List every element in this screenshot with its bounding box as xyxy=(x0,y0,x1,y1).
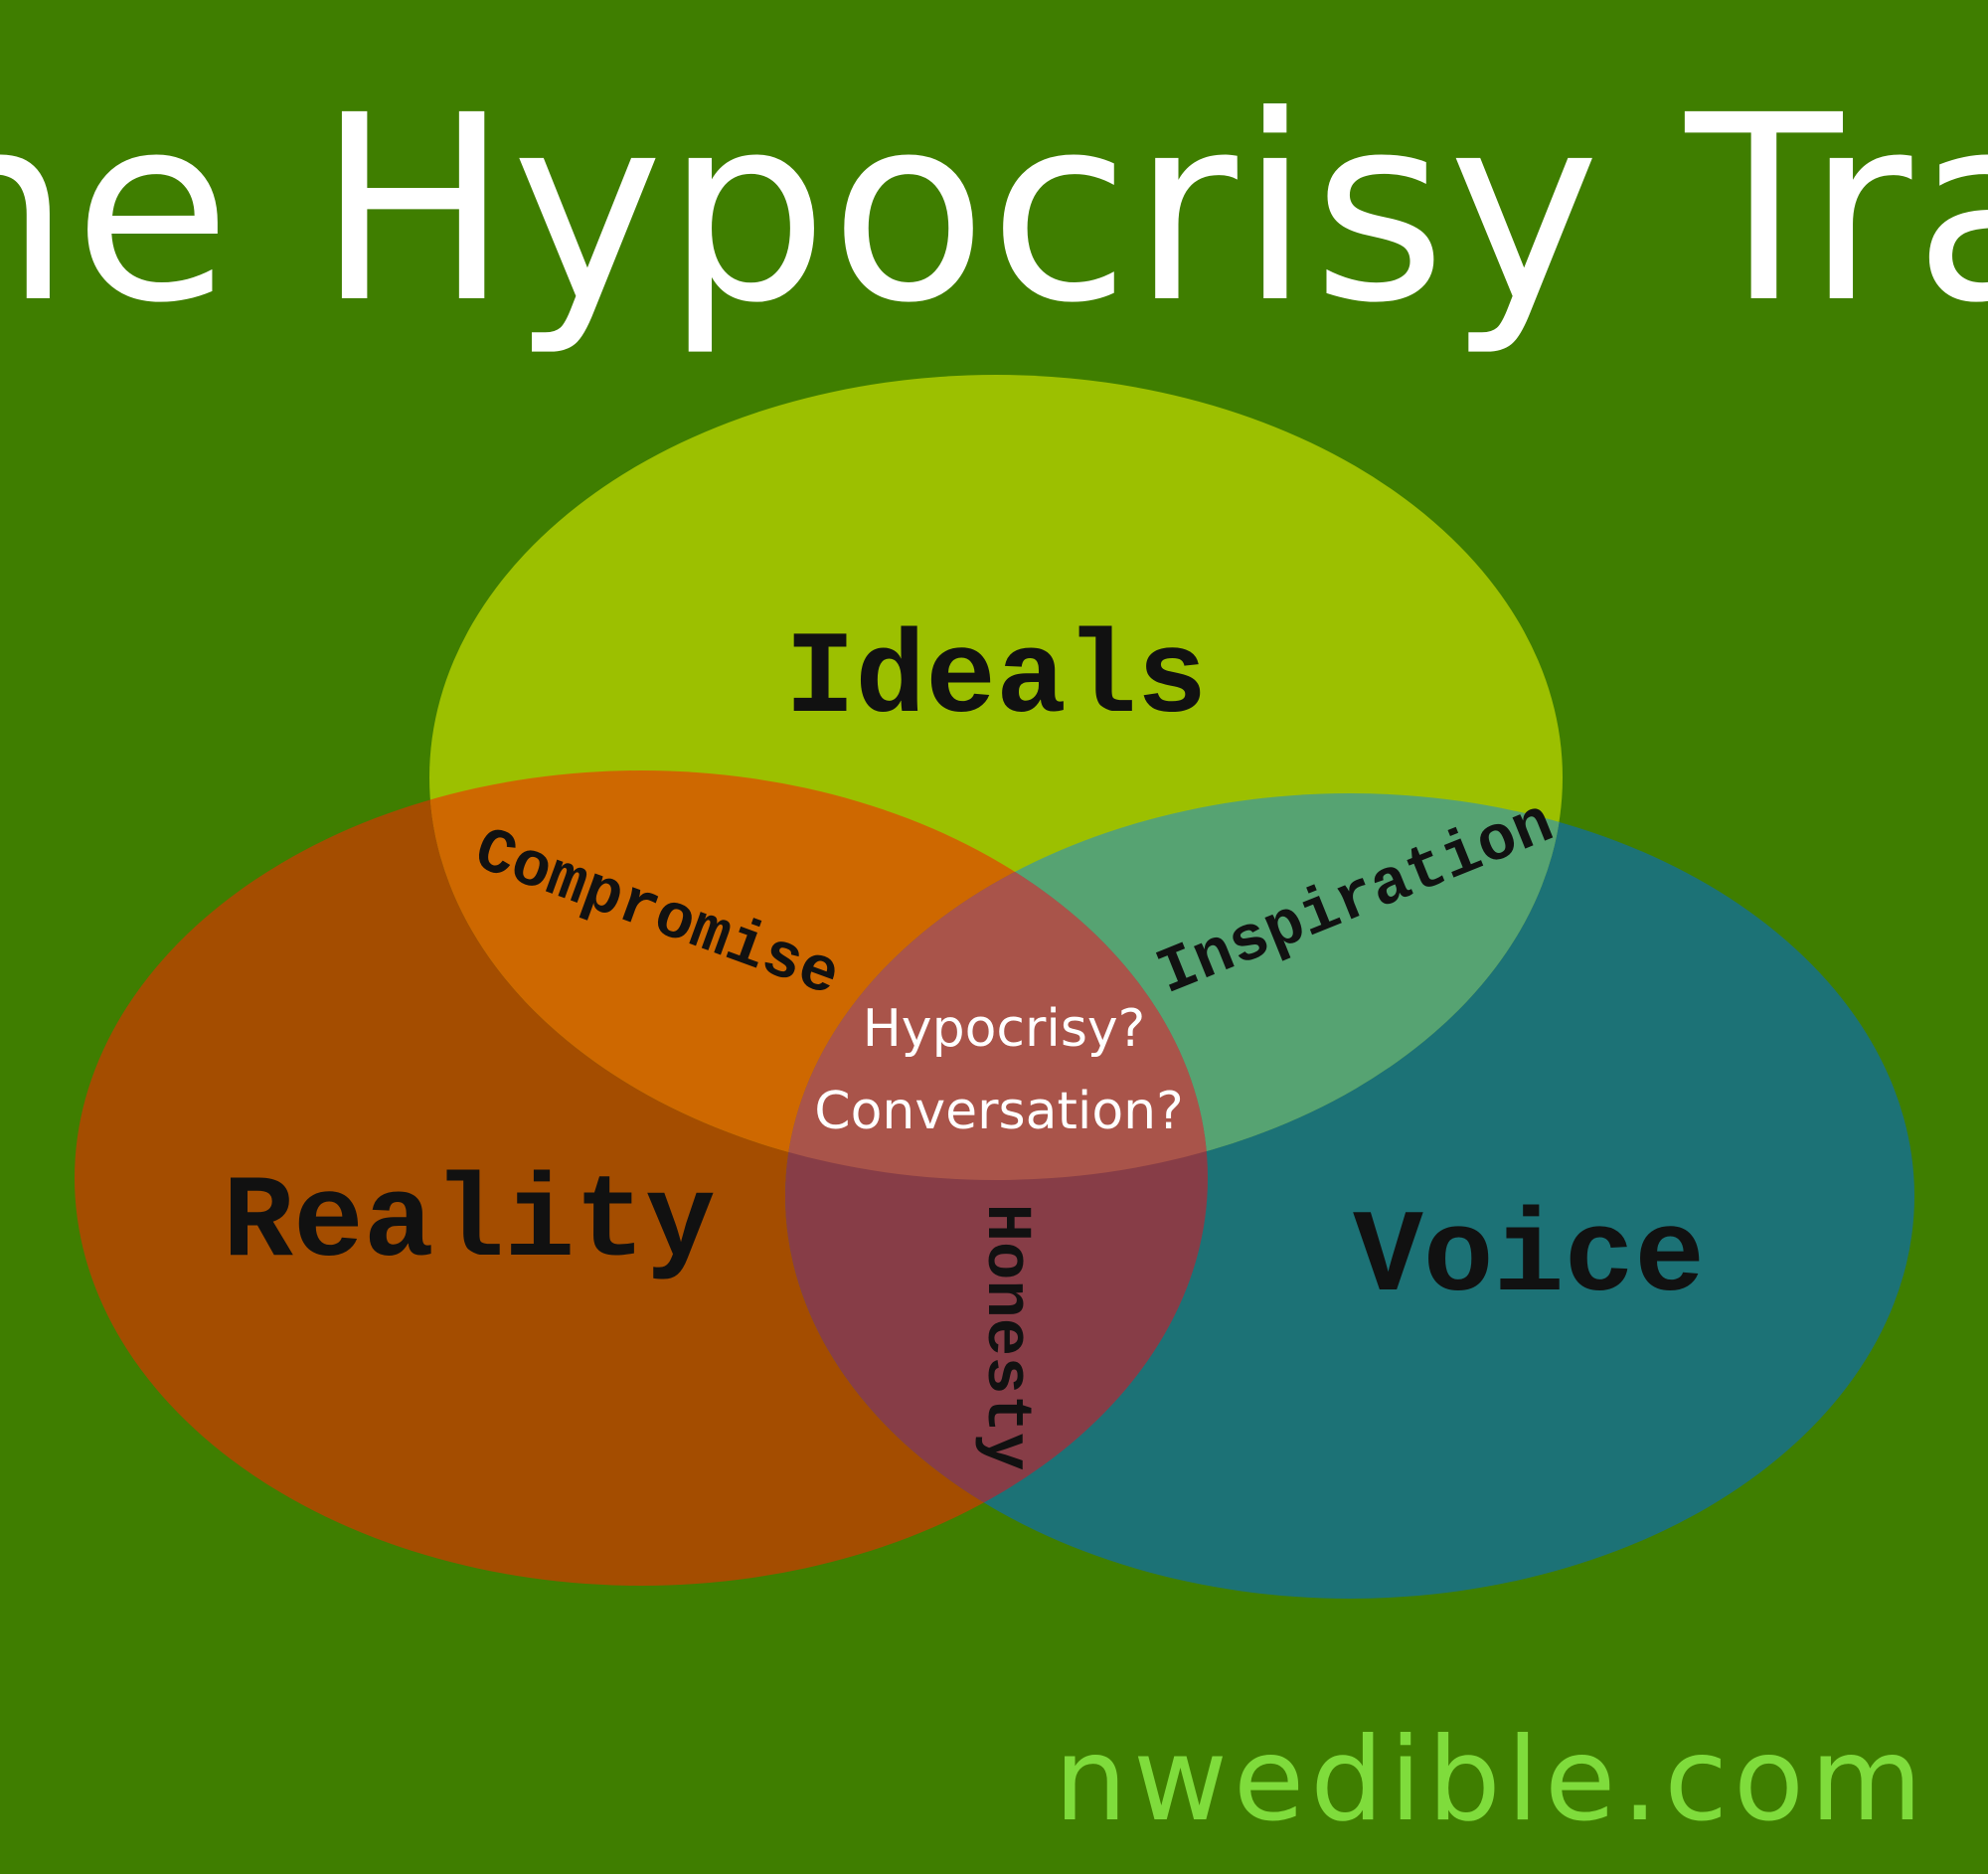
center-label-hypocrisy: Hypocrisy? xyxy=(863,999,1146,1059)
ideals-label: Ideals xyxy=(785,614,1208,747)
reality-label: Reality xyxy=(223,1158,716,1290)
site-watermark: nwedible.com xyxy=(1055,1713,1928,1847)
honesty-label: Honesty xyxy=(969,1204,1041,1471)
voice-label: Voice xyxy=(1353,1193,1705,1325)
diagram-title: The Hypocrisy Trap xyxy=(0,61,1988,359)
center-label-conversation: Conversation? xyxy=(814,1082,1183,1141)
overlap-ideals-voice xyxy=(785,793,1563,1180)
